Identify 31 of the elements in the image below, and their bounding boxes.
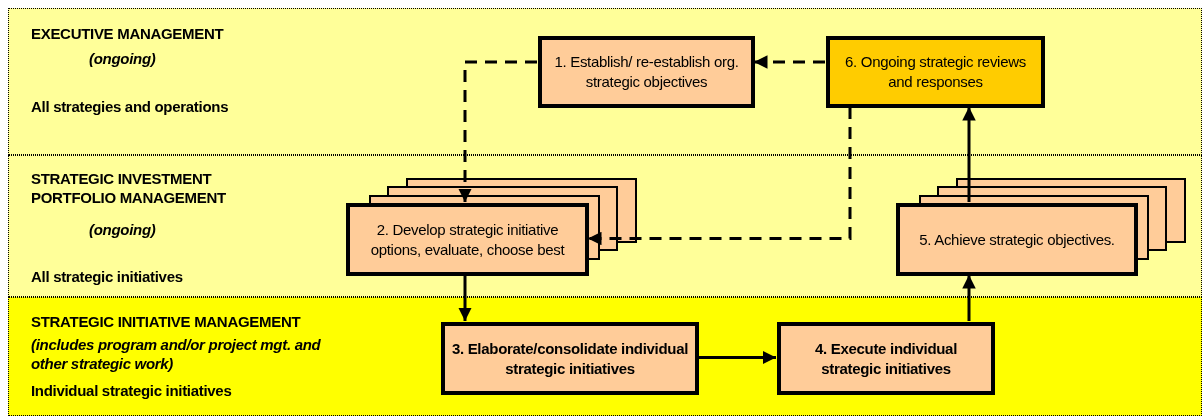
- lane-scope: Individual strategic initiatives: [31, 381, 233, 400]
- box-label: 5. Achieve strategic objectives.: [918, 229, 1116, 250]
- box-label: 3. Elaborate/consolidate individual strategic initiatives: [450, 338, 690, 379]
- box-label: 4. Execute individual strategic initiatives: [813, 338, 959, 379]
- stacked-process-box: [346, 203, 589, 276]
- arrow: [458, 275, 472, 321]
- dashed-arrow: [588, 107, 852, 246]
- lane-title: EXECUTIVE MANAGEMENT: [31, 24, 225, 43]
- box-label: 2. Develop strategic initiative options, evaluate, choose best: [369, 219, 566, 260]
- swimlane-band: [8, 8, 1202, 155]
- lane-note: (ongoing): [89, 49, 157, 68]
- dashed-arrow: [754, 55, 825, 69]
- lane-scope: All strategies and operations: [31, 97, 230, 116]
- box-label: 6. Ongoing strategic reviews and responses: [844, 52, 1027, 92]
- arrow: [962, 107, 976, 202]
- process-box: [538, 36, 755, 108]
- lane-title: STRATEGIC INVESTMENT PORTFOLIO MANAGEMENT: [31, 169, 227, 207]
- lane-note: (ongoing): [89, 220, 157, 239]
- box-label: 1. Establish/ re-establish org. strategic objectives: [553, 52, 740, 92]
- swimlane-band: [8, 297, 1202, 416]
- dashed-arrow: [458, 60, 537, 202]
- lane-title: STRATEGIC INITIATIVE MANAGEMENT: [31, 312, 302, 331]
- arrow: [962, 275, 976, 321]
- lane-note: (includes program and/or project mgt. and other strategic work): [31, 335, 322, 373]
- stacked-process-box: [896, 203, 1138, 276]
- process-box: [441, 322, 699, 395]
- swimlane-band: [8, 155, 1202, 297]
- lane-scope: All strategic initiatives: [31, 267, 184, 286]
- process-box: [777, 322, 995, 395]
- arrow: [698, 350, 776, 365]
- process-box: [826, 36, 1045, 108]
